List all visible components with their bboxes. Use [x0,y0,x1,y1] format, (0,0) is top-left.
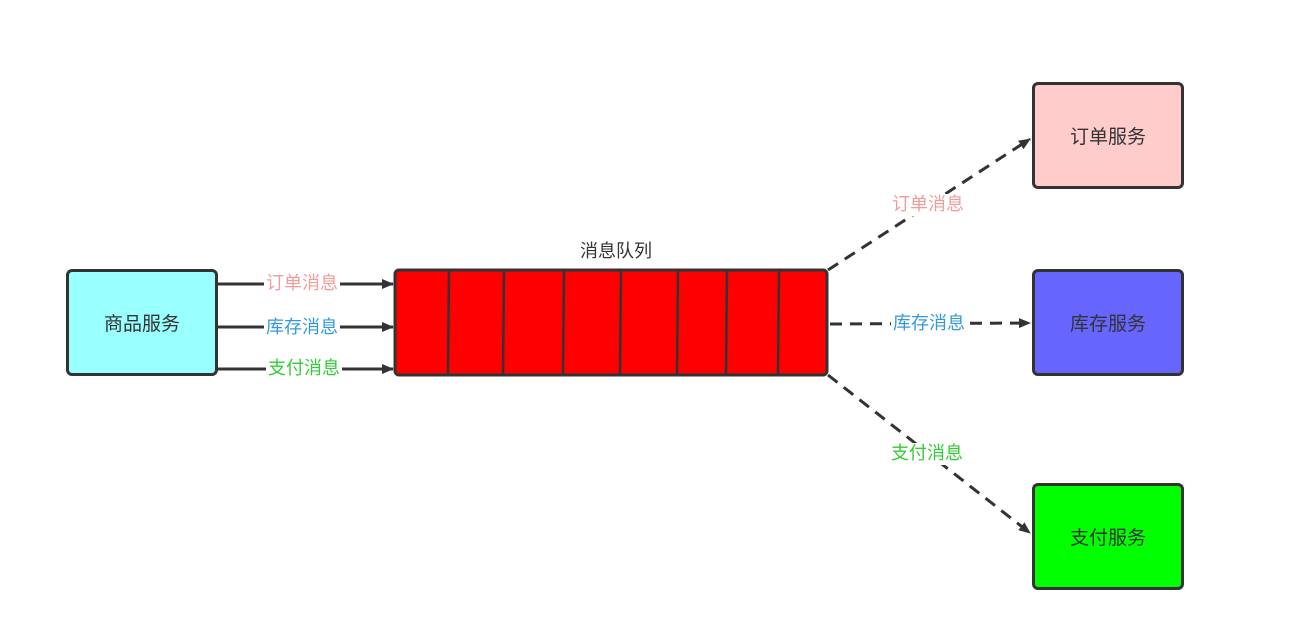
stock-service-label: 库存服务 [1069,313,1146,335]
left-label-pay-message: 支付消息 [266,358,342,380]
queue-slot-dividers [446,270,781,375]
right-label-stock-message: 库存消息 [891,313,967,335]
order-service-label: 订单服务 [1069,126,1146,148]
pay-service-label: 支付服务 [1069,527,1146,549]
order-service-box: 订单服务 [1032,82,1184,189]
left-label-order-message: 订单消息 [264,273,340,295]
stock-service-box: 库存服务 [1032,269,1184,376]
right-label-pay-message: 支付消息 [889,443,965,465]
left-label-stock-message: 库存消息 [264,317,340,339]
message-queue [393,268,829,377]
queue-slot-divider [561,270,566,375]
product-service-box: 商品服务 [66,269,218,376]
queue-slot-divider [776,270,781,375]
queue-slot-divider [675,270,680,375]
pay-service-box: 支付服务 [1032,483,1184,590]
queue-slot-divider [618,270,623,375]
product-service-label: 商品服务 [103,313,180,335]
queue-title: 消息队列 [580,241,652,262]
queue-slot-divider [724,270,729,375]
right-label-order-message: 订单消息 [890,194,966,216]
queue-slot-divider [446,270,451,375]
queue-slot-divider [501,270,506,375]
